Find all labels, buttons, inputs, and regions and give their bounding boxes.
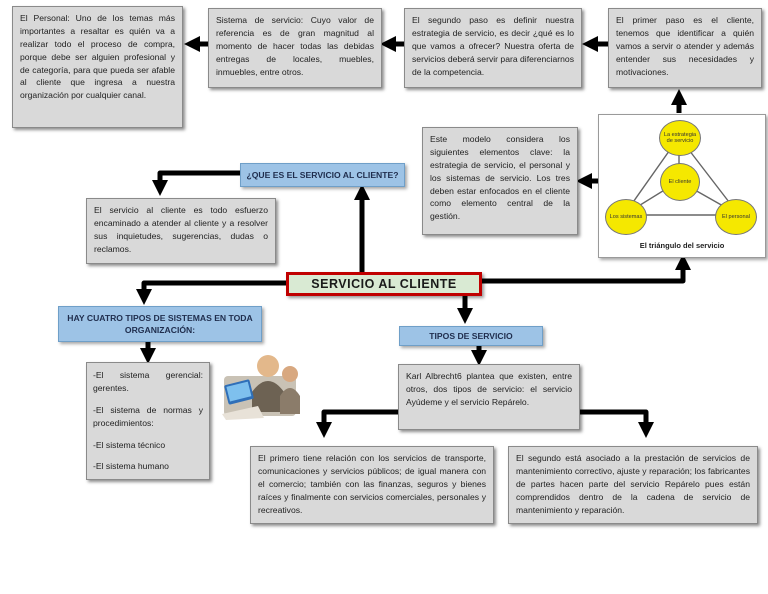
- systems-header: HAY CUATRO TIPOS DE SISTEMAS EN TODA ORG…: [58, 306, 262, 342]
- arrow-title-to-systems: [135, 280, 286, 306]
- circle-estrategia: La estrategia de servicio: [659, 120, 701, 156]
- sistema-servicio-box: Sistema de servicio: Cuyo valor de refer…: [208, 8, 382, 88]
- first-type-text: El primero tiene relación con los servic…: [258, 453, 486, 515]
- primer-paso-text: El primer paso es el cliente, tenemos qu…: [616, 15, 754, 77]
- sistema-servicio-text: Sistema de servicio: Cuyo valor de refer…: [216, 15, 374, 77]
- arrow-question-to-definition: [151, 170, 240, 197]
- types-header: TIPOS DE SERVICIO: [399, 326, 543, 346]
- types-intro-text: Karl Albrecht6 plantea que existen, entr…: [406, 371, 572, 407]
- question-header: ¿QUE ES EL SERVICIO AL CLIENTE?: [240, 163, 405, 187]
- definition-box: El servicio al cliente es todo esfuerzo …: [86, 198, 276, 264]
- people-illustration: [222, 355, 300, 420]
- list-item: -El sistema técnico: [93, 439, 166, 450]
- types-intro-box: Karl Albrecht6 plantea que existen, entr…: [398, 364, 580, 430]
- circle-cliente: El cliente: [660, 163, 700, 201]
- circle-sistemas: Los sistemas: [605, 199, 647, 235]
- systems-list: -El sistema gerencial: gerentes. -El sis…: [86, 362, 210, 480]
- model-box: Este modelo considera los siguientes ele…: [422, 127, 578, 235]
- arrow-intro-to-second: [580, 409, 655, 439]
- people-photo: [218, 352, 302, 420]
- definition-text: El servicio al cliente es todo esfuerzo …: [94, 205, 268, 254]
- first-type-box: El primero tiene relación con los servic…: [250, 446, 494, 524]
- triangle-caption: El triángulo del servicio: [639, 241, 725, 250]
- personal-text: El Personal: Uno de los temas más import…: [20, 13, 175, 101]
- main-title-text: SERVICIO AL CLIENTE: [289, 275, 479, 293]
- model-text: Este modelo considera los siguientes ele…: [430, 134, 570, 222]
- segundo-paso-box: El segundo paso es definir nuestra estra…: [404, 8, 582, 88]
- second-type-box: El segundo está asociado a la prestación…: [508, 446, 758, 524]
- service-triangle-diagram: La estrategia de servicio El cliente Los…: [598, 114, 766, 258]
- arrow-intro-to-first: [315, 409, 398, 439]
- circle-personal: El personal: [715, 199, 757, 235]
- primer-paso-box: El primer paso es el cliente, tenemos qu…: [608, 8, 762, 88]
- personal-box: El Personal: Uno de los temas más import…: [12, 6, 183, 128]
- arrow-title-to-triangle: [482, 253, 692, 284]
- second-type-text: El segundo está asociado a la prestación…: [516, 453, 750, 515]
- list-item: -El sistema humano: [93, 461, 169, 472]
- list-item: -El sistema gerencial: gerentes.: [93, 370, 203, 393]
- segundo-paso-text: El segundo paso es definir nuestra estra…: [412, 15, 574, 77]
- main-title: SERVICIO AL CLIENTE: [286, 272, 482, 296]
- list-item: -El sistema de normas y procedimientos:: [93, 404, 203, 428]
